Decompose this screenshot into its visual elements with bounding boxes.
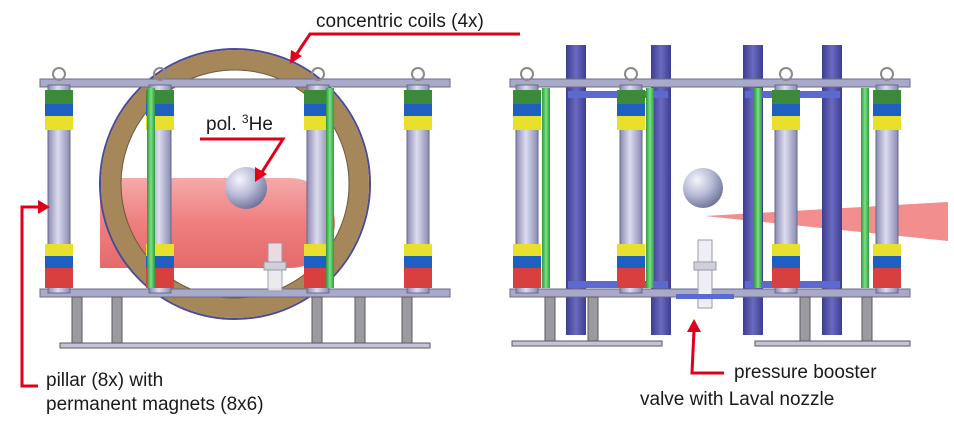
pillar [617, 67, 645, 294]
pillar [873, 67, 901, 294]
green-rod [646, 88, 654, 288]
pillar [304, 67, 332, 294]
top-frame [39, 78, 451, 88]
he3-label: pol. 3He [206, 112, 273, 137]
coil-plate [822, 45, 842, 335]
coil-plate [566, 45, 586, 335]
pillar [404, 67, 432, 294]
green-rod [147, 88, 155, 288]
booster-valve [263, 242, 287, 292]
booster-label-line2: valve with Laval nozzle [640, 389, 835, 410]
right-setup [509, 45, 948, 347]
support-feet [511, 296, 911, 347]
green-rod [754, 88, 762, 288]
pillar [45, 67, 73, 294]
green-rod [542, 88, 550, 288]
green-rod [326, 88, 334, 288]
pillar-label-line2: permanent magnets (8x6) [46, 394, 264, 415]
bottom-frame [39, 288, 451, 298]
left-setup [39, 48, 451, 349]
he3-prefix: pol. [206, 114, 242, 135]
coils-label: concentric coils (4x) [316, 11, 484, 32]
arrow-coils [290, 32, 520, 64]
arrow-he3 [200, 137, 286, 182]
green-rod [861, 88, 869, 288]
pillar [513, 67, 541, 294]
booster-valve [676, 239, 734, 309]
booster-label-line1: pressure booster [734, 362, 877, 383]
arrow-booster [687, 319, 724, 375]
he3-mass-number: 3 [241, 112, 249, 126]
top-frame [509, 78, 911, 88]
pillar-label-line1: pillar (8x) with [46, 370, 164, 391]
he3-sphere [683, 168, 723, 208]
he3-element: He [248, 114, 273, 135]
support-feet [59, 296, 431, 349]
coil-ring [99, 48, 371, 320]
arrow-pillar [20, 200, 50, 388]
coil-plate [651, 45, 671, 335]
pillar [772, 67, 800, 294]
